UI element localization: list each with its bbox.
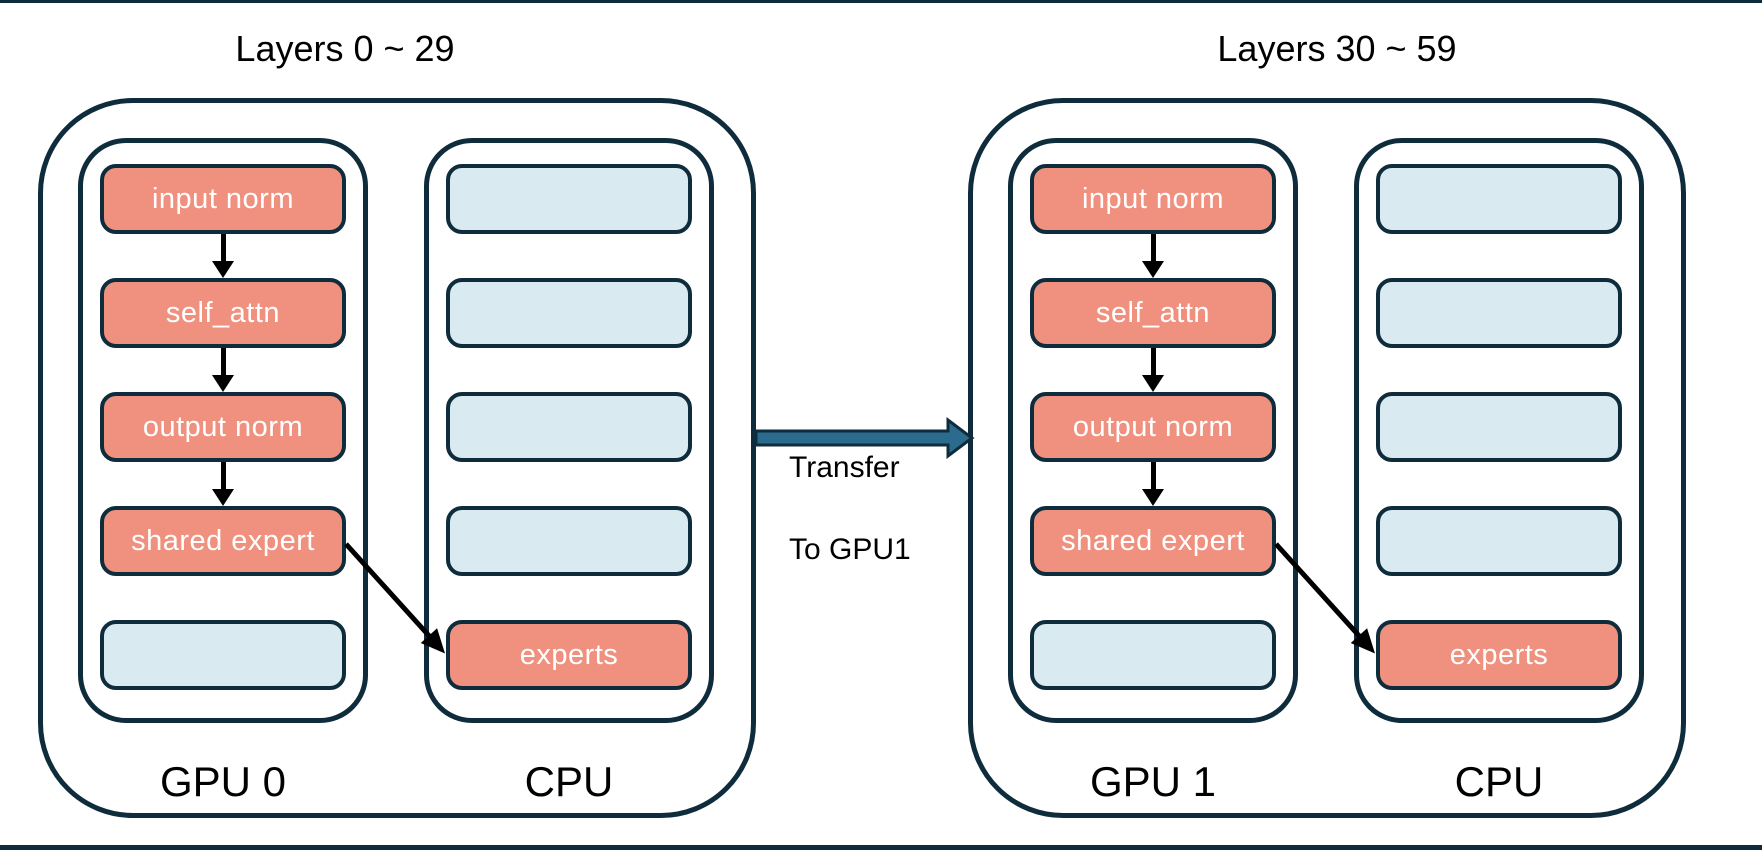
gpu-1-label: GPU 1 <box>1089 758 1217 805</box>
transfer-to-gpu1-label: Transfer To GPU1 <box>789 447 911 570</box>
cpu1-empty-slot-box <box>1376 506 1622 576</box>
gpu0-self-attn-box: self_attn <box>100 278 346 348</box>
cpu0-empty-slot-box <box>446 278 692 348</box>
gpu0-input-norm-box: input norm <box>100 164 346 234</box>
layers-30-59-title: Layers 30 ~ 59 <box>1217 28 1457 69</box>
gpu0-shared-expert-box: shared expert <box>100 506 346 576</box>
cpu1-empty-slot-box <box>1376 392 1622 462</box>
cpu1-experts-box: experts <box>1376 620 1622 690</box>
cpu0-empty-slot-box <box>446 164 692 234</box>
cpu-0-label: CPU <box>524 758 614 805</box>
gpu0-output-norm-box: output norm <box>100 392 346 462</box>
flow-arrow-icon <box>212 234 234 278</box>
gpu0-empty-slot-box <box>100 620 346 690</box>
transfer-line1: Transfer <box>789 451 900 484</box>
cpu1-empty-slot-box <box>1376 278 1622 348</box>
cpu0-empty-slot-box <box>446 392 692 462</box>
flow-arrow-icon <box>212 462 234 506</box>
top-edge-divider <box>0 0 1762 3</box>
cpu-1-label: CPU <box>1454 758 1544 805</box>
cpu1-empty-slot-box <box>1376 164 1622 234</box>
gpu1-self-attn-box: self_attn <box>1030 278 1276 348</box>
gpu1-output-norm-box: output norm <box>1030 392 1276 462</box>
cpu0-experts-box: experts <box>446 620 692 690</box>
gpu1-empty-slot-box <box>1030 620 1276 690</box>
flow-arrow-icon <box>1142 462 1164 506</box>
flow-arrow-icon <box>212 348 234 392</box>
flow-arrow-icon <box>1142 348 1164 392</box>
gpu1-input-norm-box: input norm <box>1030 164 1276 234</box>
flow-arrow-icon <box>1142 234 1164 278</box>
bottom-edge-divider <box>0 845 1762 850</box>
cpu0-empty-slot-box <box>446 506 692 576</box>
layers-0-29-title: Layers 0 ~ 29 <box>235 28 455 69</box>
gpu-0-label: GPU 0 <box>159 758 287 805</box>
gpu1-shared-expert-box: shared expert <box>1030 506 1276 576</box>
transfer-line2: To GPU1 <box>789 533 911 566</box>
